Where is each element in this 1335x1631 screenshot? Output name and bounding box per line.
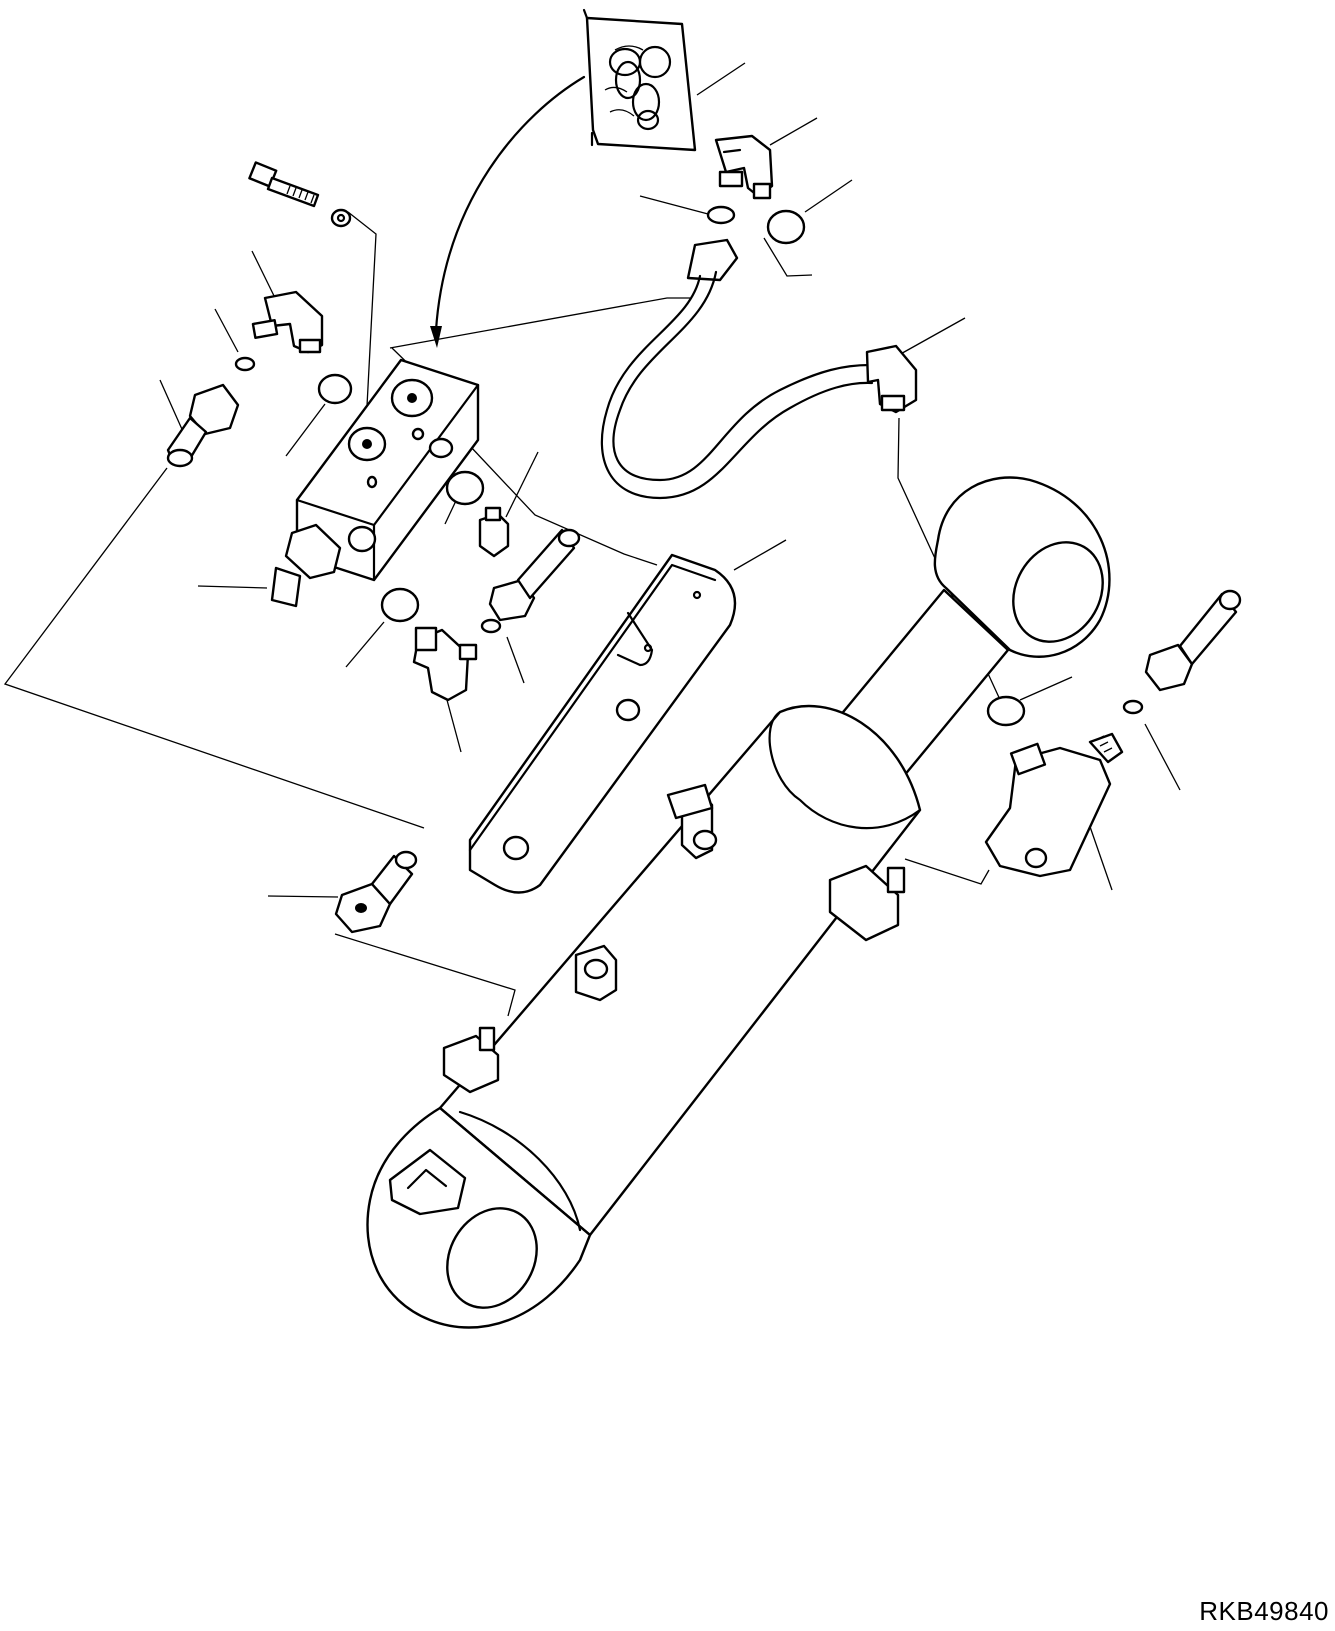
seal-kit-bag	[582, 8, 697, 152]
washer	[330, 208, 352, 228]
o-ring-small-mid	[480, 618, 502, 634]
mounting-bracket	[468, 553, 737, 894]
o-ring-small-left	[234, 356, 256, 372]
cylinder-clevis	[366, 1106, 592, 1329]
o-ring-valve-bottom	[380, 587, 420, 623]
valve-block	[295, 358, 480, 582]
left-elbow-fitting	[251, 290, 324, 354]
o-ring-large-top	[766, 209, 806, 245]
rod-eye	[933, 476, 1111, 658]
tube-end-elbow	[865, 344, 918, 414]
drawing-code-label: RKB49840	[1199, 1596, 1329, 1626]
middle-hose-end	[488, 528, 581, 622]
o-ring-small-right	[1122, 699, 1144, 715]
cylinder-barrel	[438, 704, 922, 1237]
hydraulic-tube	[600, 238, 874, 500]
tee-fitting-right	[984, 732, 1124, 878]
bottom-left-nut	[334, 850, 418, 934]
bolt	[248, 161, 320, 208]
bottom-elbow-fitting	[412, 626, 478, 702]
o-ring-valve-right	[445, 470, 485, 506]
curved-arrow	[430, 75, 586, 348]
o-ring-large-right	[986, 695, 1026, 727]
o-ring-small-top	[706, 205, 736, 225]
o-ring-large-left	[317, 373, 353, 405]
right-hose-end	[1144, 589, 1242, 692]
plug-nut	[478, 506, 510, 558]
left-hose-end	[166, 383, 240, 468]
valve-stem	[270, 523, 342, 608]
top-elbow-fitting	[714, 134, 774, 200]
